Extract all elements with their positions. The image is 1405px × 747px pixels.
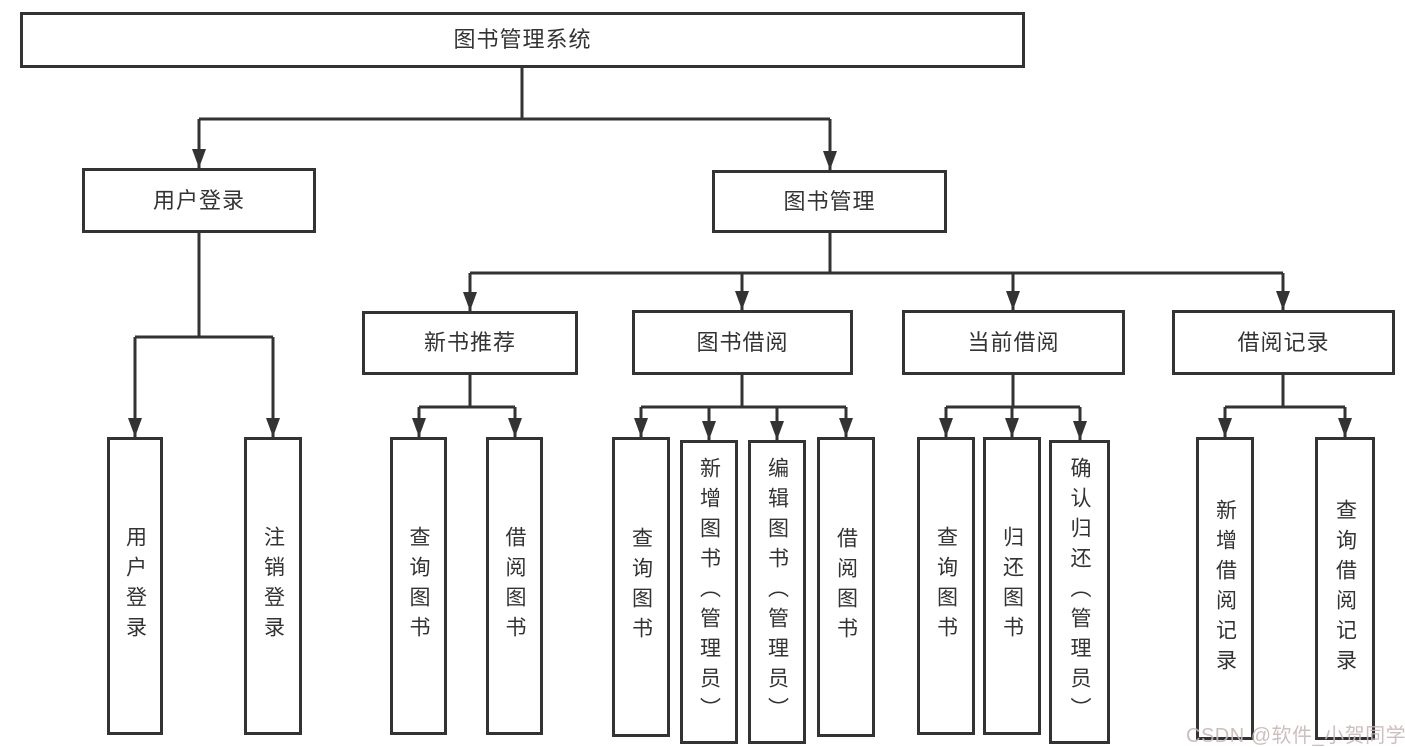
- leaf-br-query-record: 查询借阅记录: [1315, 437, 1375, 740]
- leaf-cb-query-books: 查询图书: [917, 437, 975, 735]
- connector-current-borrow: [946, 375, 1080, 409]
- connector-user-login: [135, 233, 273, 339]
- node-root: 图书管理系统: [20, 12, 1025, 68]
- connector-new-book-rec: [419, 375, 515, 409]
- node-user-login: 用户登录: [82, 168, 316, 233]
- node-current-borrow: 当前借阅: [902, 310, 1125, 375]
- leaf-bb-query-books: 查询图书: [612, 437, 670, 737]
- node-borrow-records: 借阅记录: [1172, 310, 1395, 375]
- connector-borrow-records: [1225, 375, 1345, 409]
- node-new-book-rec: 新书推荐: [362, 311, 578, 375]
- leaf-bb-add-books-admin: 新增图书（管理员）: [680, 440, 738, 744]
- node-book-borrow: 图书借阅: [632, 310, 853, 375]
- connector-book-borrow: [641, 375, 846, 409]
- csdn-watermark: CSDN @软件_小贺同学: [1186, 725, 1405, 747]
- connector-root: [199, 68, 830, 121]
- leaf-bb-edit-books-admin: 编辑图书（管理员）: [748, 440, 806, 744]
- leaf-cb-return-books: 归还图书: [983, 437, 1041, 735]
- node-book-mgmt: 图书管理: [712, 170, 947, 233]
- leaf-br-add-record: 新增借阅记录: [1196, 437, 1254, 740]
- leaf-user-login: 用户登录: [107, 437, 163, 735]
- leaf-bb-borrow-books: 借阅图书: [817, 437, 875, 737]
- leaf-logout: 注销登录: [244, 437, 302, 735]
- leaf-nbr-borrow-books: 借阅图书: [486, 437, 543, 735]
- connector-book-mgmt: [470, 233, 1283, 275]
- leaf-cb-confirm-return-admin: 确认归还（管理员）: [1049, 440, 1110, 744]
- leaf-nbr-query-books: 查询图书: [390, 437, 447, 735]
